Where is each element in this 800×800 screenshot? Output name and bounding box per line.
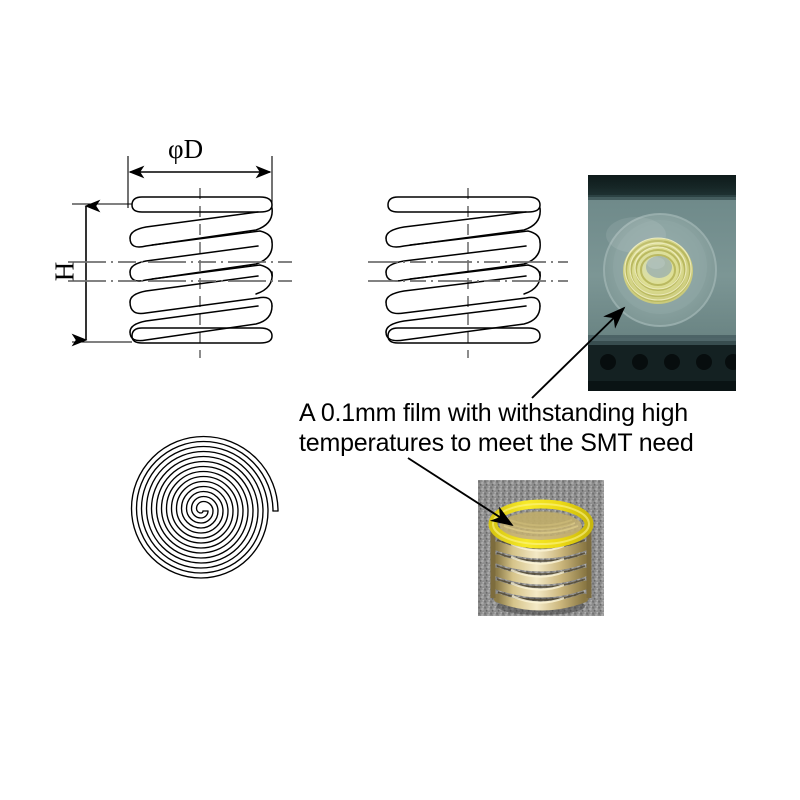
spring-front-view-dimensioned-svg xyxy=(68,156,292,358)
spring-front-view-plain xyxy=(368,170,568,365)
dimension-label-height: H xyxy=(49,261,80,282)
leader-arrow-to-spring-photo xyxy=(407,457,514,527)
leader-arrow-to-tape-photo xyxy=(531,306,626,399)
photo-spring-in-tape-pocket-svg xyxy=(588,175,736,391)
film-caption-text: A 0.1mm film with withstanding high temp… xyxy=(299,399,694,457)
spring-front-view-plain-svg xyxy=(368,188,568,358)
spring-top-view-spiral xyxy=(118,428,284,594)
spring-front-view-dimensioned: φD H xyxy=(50,136,300,365)
dimension-label-diameter: φD xyxy=(168,134,204,164)
spring-top-view-spiral-svg xyxy=(130,435,279,579)
photo-spring-in-tape-pocket xyxy=(588,175,736,391)
